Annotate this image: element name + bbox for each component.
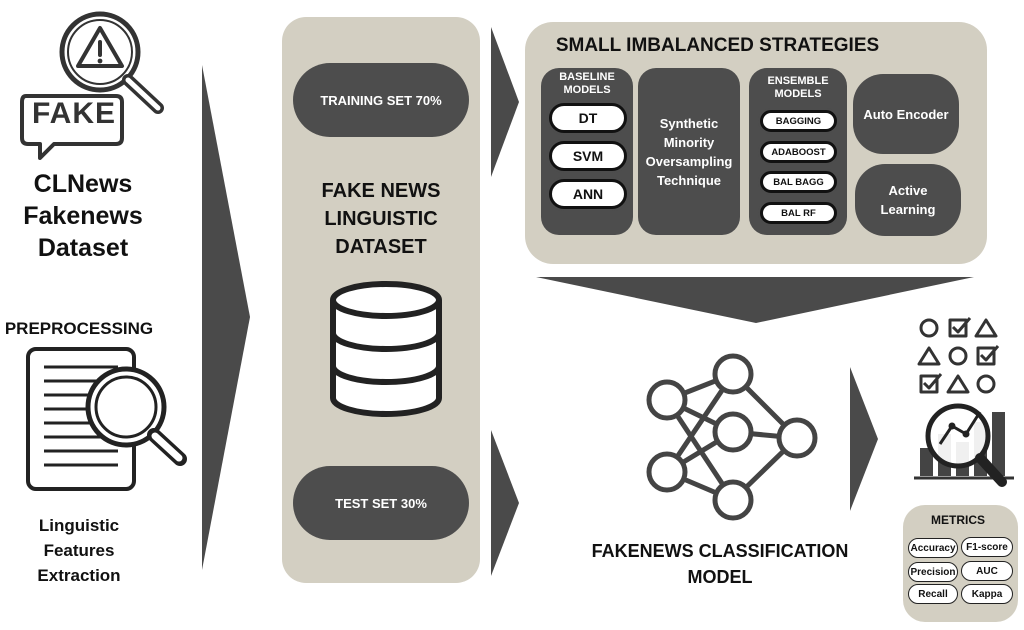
smote-line: Minority <box>663 134 715 150</box>
linguistic-dataset-title: FAKE NEWS LINGUISTIC DATASET <box>282 177 480 261</box>
baseline-models-title: BASELINE MODELS <box>541 71 633 97</box>
metric-accuracy: Accuracy <box>908 538 958 558</box>
model-svm: SVM <box>549 141 627 171</box>
model-dt: DT <box>549 103 627 133</box>
classification-title-line: FAKENEWS CLASSIFICATION <box>591 541 849 561</box>
flow-arrow-down <box>536 277 974 323</box>
training-set-pill: TRAINING SET 70% <box>293 63 469 137</box>
flow-arrow-results <box>850 367 878 511</box>
dataset-title-line: Dataset <box>37 234 129 262</box>
linguistic-title-line: LINGUISTIC <box>324 208 438 230</box>
flow-arrow-bottom <box>491 430 519 576</box>
model-bal-rf: BAL RF <box>760 202 837 224</box>
active-learning-line: Active <box>888 183 928 198</box>
features-line: Linguistic <box>38 516 120 535</box>
baseline-title-line: BASELINE <box>559 71 615 83</box>
fake-badge-text: FAKE <box>31 97 116 130</box>
test-set-pill: TEST SET 30% <box>293 466 469 540</box>
flow-arrow-top <box>491 27 519 177</box>
dataset-title: CLNews Fakenews Dataset <box>0 168 166 264</box>
smote-box: Synthetic Minority Oversampling Techniqu… <box>638 68 740 235</box>
database-icon <box>330 281 442 417</box>
linguistic-title-line: FAKE NEWS <box>321 180 441 202</box>
document-search-icon <box>26 347 187 491</box>
ensemble-title-line: MODELS <box>774 88 822 100</box>
model-adaboost: ADABOOST <box>760 141 837 163</box>
ensemble-models-title: ENSEMBLE MODELS <box>749 75 847 101</box>
features-line: Features <box>43 541 115 560</box>
ensemble-title-line: ENSEMBLE <box>767 75 829 87</box>
strategies-title: SMALL IMBALANCED STRATEGIES <box>555 35 880 56</box>
model-bagging: BAGGING <box>760 110 837 132</box>
auto-encoder-box: Auto Encoder <box>853 74 959 154</box>
metric-precision: Precision <box>908 562 958 582</box>
baseline-title-line: MODELS <box>563 84 611 96</box>
smote-line: Technique <box>656 172 722 188</box>
active-learning-box: Active Learning <box>855 164 961 236</box>
features-extraction-label: Linguistic Features Extraction <box>0 513 158 588</box>
metric-kappa: Kappa <box>961 584 1013 604</box>
neural-network-icon <box>646 353 818 521</box>
smote-line: Oversampling <box>645 153 733 169</box>
fake-news-search-icon <box>20 11 164 160</box>
dataset-title-line: CLNews <box>33 170 133 198</box>
smote-line: Synthetic <box>659 115 719 131</box>
metric-f1-score: F1-score <box>961 537 1013 557</box>
flow-arrow-large <box>202 65 250 570</box>
features-line: Extraction <box>37 566 121 585</box>
preprocessing-label: PREPROCESSING <box>4 319 154 338</box>
active-learning-line: Learning <box>880 202 936 217</box>
classification-model-title: FAKENEWS CLASSIFICATION MODEL <box>560 538 880 590</box>
model-ann: ANN <box>549 179 627 209</box>
linguistic-title-line: DATASET <box>335 236 427 258</box>
metric-auc: AUC <box>961 561 1013 581</box>
metrics-title: METRICS <box>931 513 985 527</box>
model-bal-bagg: BAL BAGG <box>760 171 837 193</box>
evaluation-icon <box>914 317 1014 487</box>
classification-title-line: MODEL <box>687 567 753 587</box>
dataset-title-line: Fakenews <box>23 202 143 230</box>
metric-recall: Recall <box>908 584 958 604</box>
